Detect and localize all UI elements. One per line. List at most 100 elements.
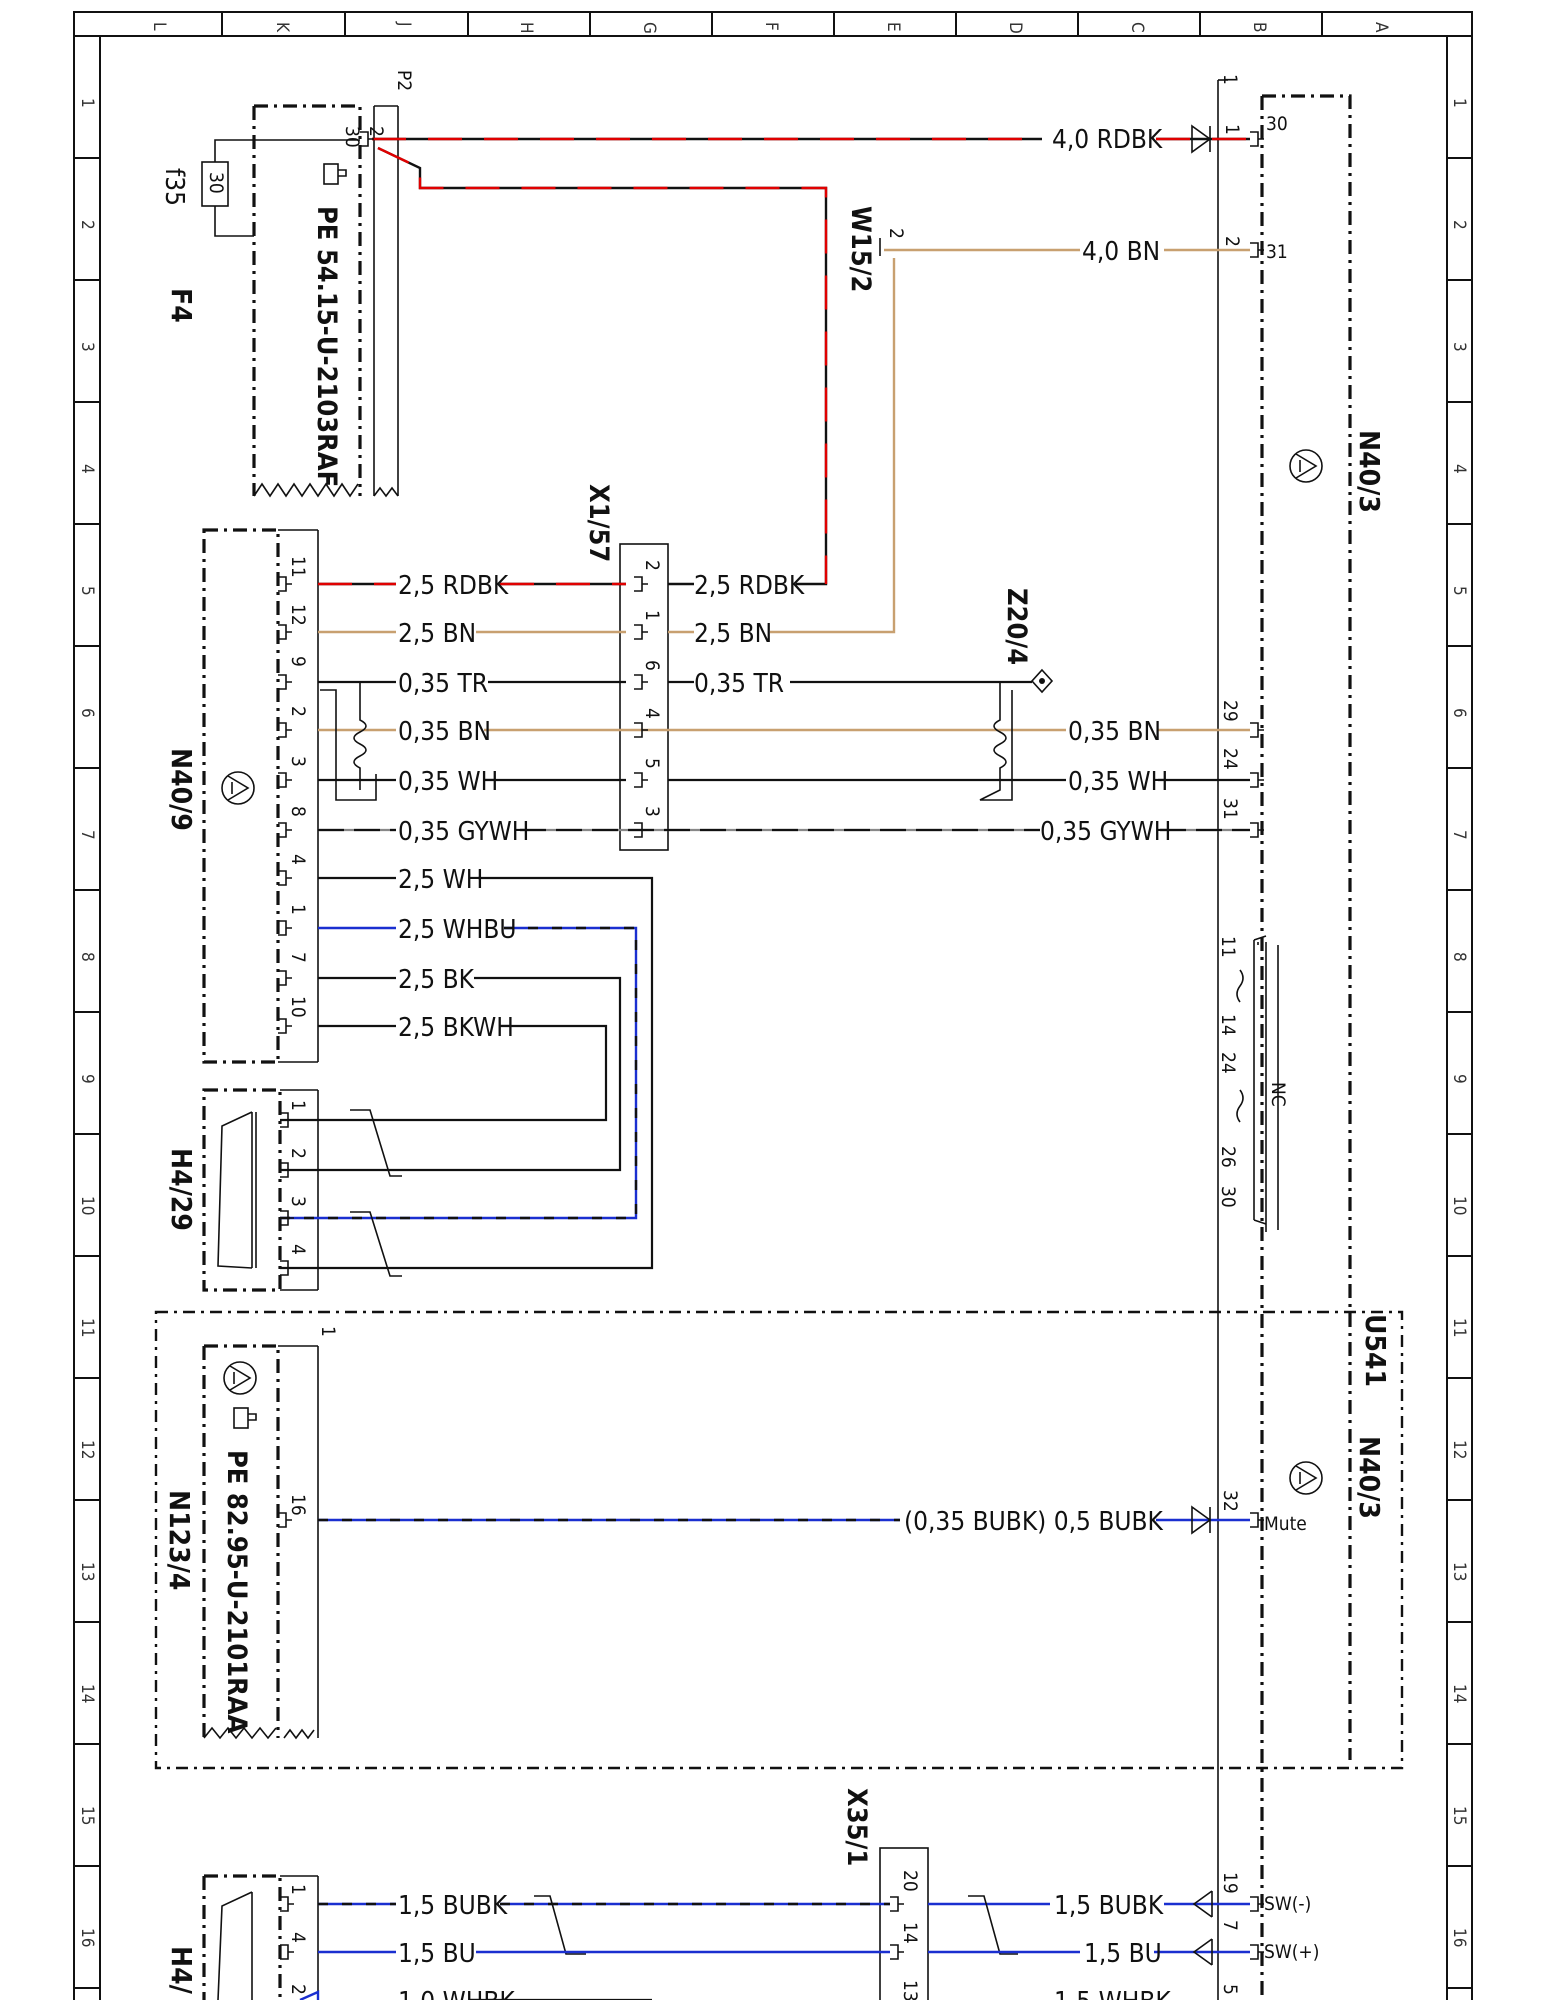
row-label: 13: [1449, 1562, 1469, 1581]
col-label: C: [1127, 22, 1147, 33]
row-label: 14: [77, 1684, 97, 1703]
wire-label: 2,5 BKWH: [398, 1013, 514, 1043]
terminal-stub: [280, 1944, 294, 1960]
pin-number: 6: [641, 660, 663, 671]
terminal-stub: [634, 674, 648, 690]
cross-reference: PE 54.15-U-2103RAF: [311, 206, 342, 487]
pin-number: 26: [1217, 1146, 1239, 1168]
terminal-stub: [1250, 1512, 1264, 1528]
pin-number: 2: [287, 1148, 309, 1159]
row-label: 6: [77, 708, 97, 718]
row-label: 2: [77, 220, 97, 230]
n40-9-module: N40/9 11 12 9 2 3 8 4 1 7 10: [165, 528, 319, 1064]
row-label: 5: [1449, 586, 1469, 596]
pin-function: Mute: [1264, 1513, 1307, 1535]
x35-1-connector: X35/1 20 14 13: [841, 1788, 929, 2000]
pin-number: 8: [287, 806, 309, 817]
terminal-stub: [1250, 1896, 1264, 1912]
row-label: 9: [77, 1074, 97, 1084]
row-label: 3: [1449, 342, 1469, 352]
col-label: K: [272, 22, 292, 33]
wire-label: (0,35 BUBK) 0,5 BUBK: [904, 1507, 1164, 1537]
pin-function: SW(+): [1264, 1941, 1319, 1963]
wire-0-35-bn: 0,35 BN 0,35 BN: [318, 717, 1250, 747]
u541-label: U541: [1359, 1314, 1392, 1387]
pin-number: 2: [365, 126, 387, 137]
pin-number: 2: [287, 706, 309, 717]
pin-function: 30: [1266, 113, 1288, 135]
wire-label: 4,0 RDBK: [1052, 125, 1163, 155]
terminal-stub: [278, 870, 292, 886]
row-label: 7: [77, 830, 97, 840]
pin-number: 2: [885, 228, 907, 239]
signal-arrow: [1192, 1938, 1213, 1966]
wire-label: 2,5 WH: [398, 865, 483, 895]
pin-number: 3: [641, 806, 663, 817]
pin-number: 11: [287, 556, 309, 578]
pin-number: 11: [1217, 936, 1239, 958]
wire-2-5-bk: 2,5 BK: [280, 965, 622, 1172]
row-label: 8: [1449, 952, 1469, 962]
wire-label: 0,35 TR: [694, 669, 784, 699]
terminal-stub: [634, 576, 648, 592]
pin-number: 20: [899, 1870, 921, 1892]
speaker-icon: [217, 1111, 257, 1269]
n40-3-label-lower: N40/3: [1353, 1436, 1386, 1519]
wire-label: 1,5 BU: [398, 1939, 476, 1969]
row-label: 10: [1449, 1196, 1469, 1215]
nc-pin-group: 11 14 24 26 30 NC: [1217, 935, 1289, 1232]
wire-2-5-rdbk: 2,5 RDBK: [318, 571, 626, 601]
twisted-pair-right: [979, 681, 1032, 801]
amplifier-icon: [1289, 449, 1323, 483]
n123-4-label: N123/4: [163, 1490, 196, 1590]
f4-label: F4: [165, 288, 198, 323]
row-label: 8: [77, 952, 97, 962]
terminal-stub: [634, 722, 648, 738]
terminal-stub: [1250, 131, 1264, 147]
col-label: L: [149, 22, 169, 31]
pin-number: 4: [287, 854, 309, 865]
wire-4-0-rdbk: 4,0 RDBK: [372, 124, 1250, 155]
fuse-label: f35: [159, 168, 189, 206]
pin-number: 32: [1219, 1490, 1241, 1512]
pin-number: 1: [641, 610, 663, 621]
pin-number: 4: [287, 1932, 309, 1943]
twisted-pair-speaker: [350, 1109, 402, 1177]
wire-label: 1,0 WHBK: [398, 1987, 515, 2000]
wire-label: 1,5 WHBK: [1054, 1987, 1171, 2000]
row-label: 15: [77, 1806, 97, 1825]
wire-4-0-bn: 4,0 BN 2,5 BN: [668, 237, 1250, 649]
nc-label: NC: [1267, 1082, 1289, 1107]
row-label: 11: [77, 1318, 97, 1337]
row-label: 11: [1449, 1318, 1469, 1337]
terminal-stub: [280, 1112, 294, 1128]
row-label: 15: [1449, 1806, 1469, 1825]
pin-number: 13: [899, 1980, 921, 2000]
wire-label: 0,35 GYWH: [1040, 817, 1171, 847]
wire-label: 2,5 RDBK: [398, 571, 509, 601]
terminal-stub: [278, 1018, 292, 1034]
col-label: A: [1371, 22, 1391, 33]
row-label: 9: [1449, 1074, 1469, 1084]
wire-whbk: 1,0 WHBK 1,5 WHBK: [299, 1987, 1171, 2000]
cross-reference: PE 82.95-U-2101RAA: [221, 1450, 252, 1734]
z20-4-label: Z20/4: [1001, 588, 1032, 665]
col-label: E: [883, 22, 903, 32]
wire-0-35-tr: 0,35 TR 0,35 TR: [318, 669, 1032, 699]
wire-label: 0,35 BN: [1068, 717, 1161, 747]
pin-number: 1: [287, 904, 309, 915]
terminal-stub: [890, 1896, 904, 1912]
wire-0-35-wh: 0,35 WH 0,35 WH: [318, 767, 1250, 797]
row-label: 5: [77, 586, 97, 596]
n40-3-top-pin: 1: [1219, 74, 1241, 85]
terminal-stub: [278, 674, 292, 690]
col-label: J: [394, 21, 414, 27]
n40-3-label: N40/3: [1353, 430, 1386, 513]
terminal-stub: [634, 822, 648, 838]
drawing-frame: [73, 11, 1473, 2000]
row-label: 16: [1449, 1928, 1469, 1947]
pin-number: 14: [899, 1922, 921, 1944]
wire-1-5-bu: 1,5 BU 1,5 BU: [318, 1938, 1250, 1969]
x35-1-label: X35/1: [841, 1788, 872, 1866]
